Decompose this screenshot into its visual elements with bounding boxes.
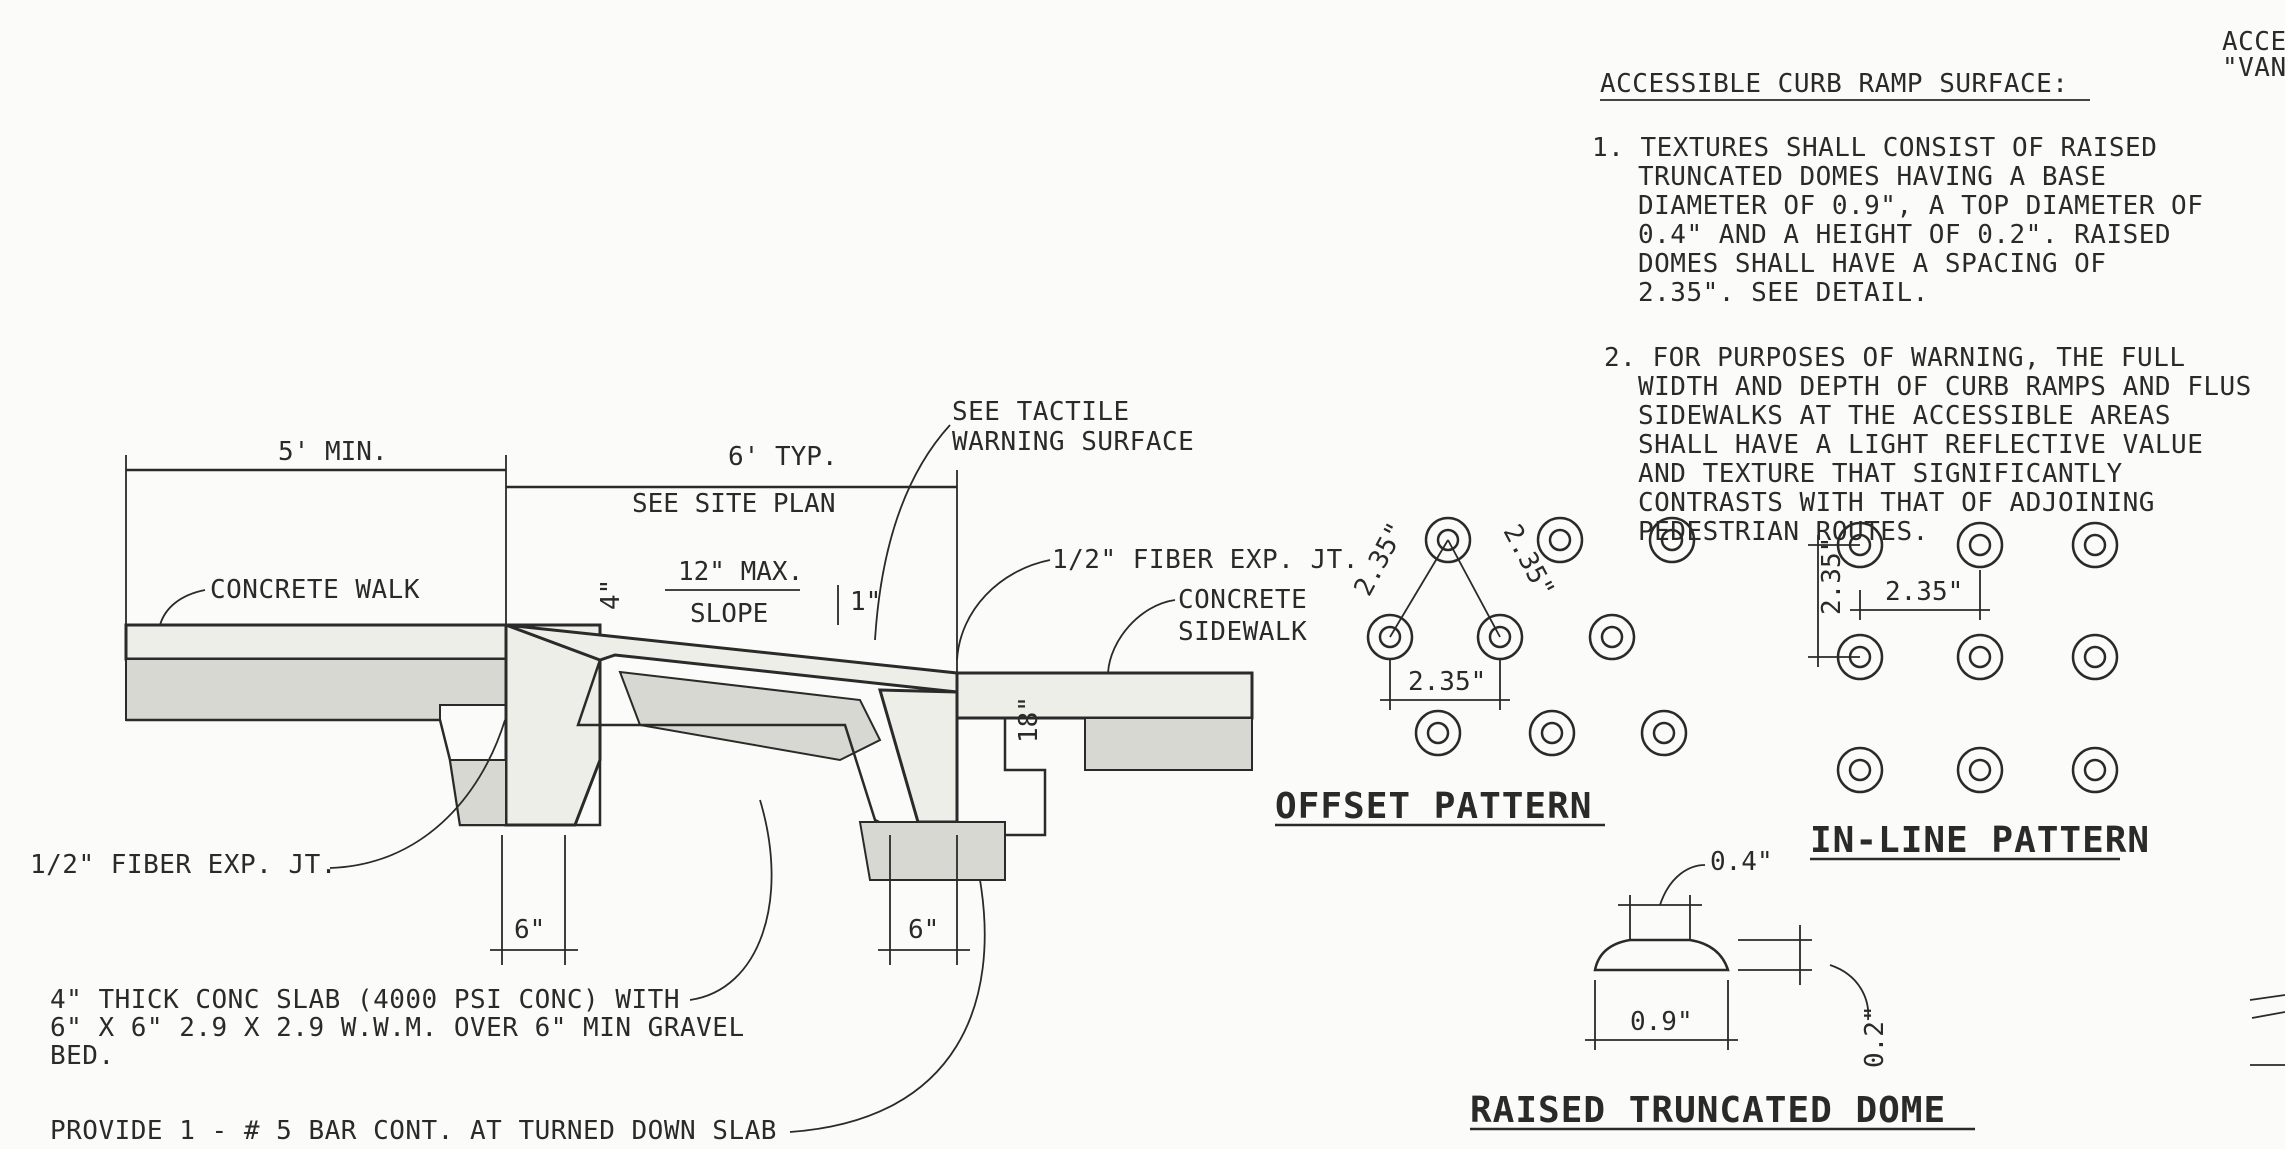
dim-1-in: 1" — [850, 587, 881, 617]
leader-line — [874, 424, 951, 641]
dome — [1588, 613, 1636, 661]
dome-height: 0.2" — [1860, 1005, 1890, 1068]
ramp-slab — [505, 623, 959, 694]
turned-down-slab-right — [877, 688, 959, 824]
note-line: DIAMETER OF 0.9", A TOP DIAMETER OF — [1638, 191, 2203, 221]
notes-heading: ACCESSIBLE CURB RAMP SURFACE: — [1600, 69, 2068, 99]
slab-note-line1: 4" THICK CONC SLAB (4000 PSI CONC) WITH — [50, 985, 680, 1015]
leader-line — [1659, 864, 1706, 906]
dome — [1528, 709, 1576, 757]
see-tactile-line1: SEE TACTILE — [952, 397, 1130, 427]
sidewalk-gravel — [1084, 717, 1253, 771]
max-12-label: 12" MAX. — [678, 557, 803, 587]
gravel-base — [125, 658, 507, 721]
gravel-fill-right — [858, 821, 1006, 881]
sidewalk-subgrade — [957, 716, 1047, 837]
dome — [1956, 521, 2004, 569]
ramp-underside — [576, 659, 630, 727]
see-site-plan: SEE SITE PLAN — [632, 489, 836, 519]
note-line: SIDEWALKS AT THE ACCESSIBLE AREAS — [1638, 401, 2171, 431]
edge-fragment — [2249, 994, 2285, 1001]
note-line: AND TEXTURE THAT SIGNIFICANTLY — [1638, 459, 2123, 489]
dim-5-min: 5' MIN. — [278, 437, 388, 467]
dome — [1956, 633, 2004, 681]
offset-dim-diag-right: 2.35" — [1497, 520, 1560, 603]
dome — [1640, 709, 1688, 757]
concrete-walk-slab — [124, 623, 508, 661]
dome-profile — [1593, 938, 1730, 972]
dim-18-in: 18" — [1014, 696, 1044, 743]
corner-text-line2: "VAN — [2222, 53, 2285, 83]
note-line: DOMES SHALL HAVE A SPACING OF — [1638, 249, 2106, 279]
note-line: 2. FOR PURPOSES OF WARNING, THE FULL — [1604, 343, 2186, 373]
dome — [2071, 633, 2119, 681]
slab-note-line3: BED. — [50, 1041, 115, 1071]
note-line: 0.4" AND A HEIGHT OF 0.2". RAISED — [1638, 220, 2171, 250]
dim-4-in: 4" — [596, 579, 626, 610]
slab-note-line2: 6" X 6" 2.9 X 2.9 W.W.M. OVER 6" MIN GRA… — [50, 1013, 745, 1043]
dome — [1648, 516, 1696, 564]
dim-6-in-right: 6" — [908, 915, 939, 945]
corner-text-line1: ACCE — [2222, 27, 2285, 57]
dome — [1414, 709, 1462, 757]
dim-6-in-left: 6" — [514, 915, 545, 945]
spacing-line — [1447, 539, 1501, 638]
dim-6-typ: 6' TYP. — [728, 442, 838, 472]
raised-dome-detail: 0.4" 0.9" 0.2" RAISED TRUNCATED DOME — [1470, 847, 1975, 1131]
leader-line — [1107, 599, 1176, 674]
gravel-fill-left — [448, 759, 507, 826]
concrete-walk-label: CONCRETE WALK — [210, 575, 420, 605]
leader-line — [956, 559, 1051, 661]
see-tactile-line2: WARNING SURFACE — [952, 427, 1194, 457]
leader-line — [789, 879, 986, 1133]
concrete-sidewalk-label2: SIDEWALK — [1178, 617, 1307, 647]
raised-dome-title: RAISED TRUNCATED DOME — [1470, 1090, 1946, 1131]
dome — [2071, 521, 2119, 569]
curb-ramp-section: 5' MIN. 6' TYP. SEE SITE PLAN SEE TACTIL… — [30, 397, 1359, 1146]
dome — [2071, 746, 2119, 794]
offset-dim-horizontal: 2.35" — [1408, 667, 1486, 697]
leader-line — [329, 719, 506, 869]
dome — [1366, 613, 1414, 661]
concrete-sidewalk-label1: CONCRETE — [1178, 585, 1307, 615]
note-line: TRUNCATED DOMES HAVING A BASE — [1638, 162, 2106, 192]
dome — [1476, 613, 1524, 661]
notes-block: ACCESSIBLE CURB RAMP SURFACE: 1. TEXTURE… — [1592, 69, 2252, 547]
inline-pattern-title: IN-LINE PATTERN — [1810, 820, 2150, 861]
note-line: 1. TEXTURES SHALL CONSIST OF RAISED — [1592, 133, 2157, 163]
note-line: WIDTH AND DEPTH OF CURB RAMPS AND FLUS — [1638, 372, 2252, 402]
inline-dim-vertical: 2.35" — [1817, 537, 1847, 615]
spacing-line — [1389, 539, 1449, 638]
note-line: 2.35". SEE DETAIL. — [1638, 278, 1929, 308]
dome-top-diameter: 0.4" — [1710, 847, 1773, 877]
fiber-joint-right-label: 1/2" FIBER EXP. JT. — [1052, 545, 1359, 575]
inline-pattern-detail: 2.35" 2.35" IN-LINE PATTERN — [1808, 521, 2150, 861]
concrete-sidewalk-slab — [955, 671, 1254, 720]
note-line: CONTRASTS WITH THAT OF ADJOINING — [1638, 488, 2155, 518]
leader-line — [1829, 964, 1870, 1021]
leader-line — [159, 589, 206, 626]
fiber-joint-left-label: 1/2" FIBER EXP. JT. — [30, 850, 337, 880]
offset-pattern-title: OFFSET PATTERN — [1275, 786, 1592, 827]
leader-line — [689, 799, 773, 1001]
slope-label: SLOPE — [690, 599, 768, 629]
dome — [1536, 516, 1584, 564]
dome — [1956, 746, 2004, 794]
ramp-gravel — [618, 670, 882, 762]
dome — [1836, 746, 1884, 794]
edge-fragment — [2251, 1011, 2285, 1019]
inline-dim-horizontal: 2.35" — [1885, 577, 1963, 607]
bar-note: PROVIDE 1 - # 5 BAR CONT. AT TURNED DOWN… — [50, 1116, 777, 1146]
note-line: SHALL HAVE A LIGHT REFLECTIVE VALUE — [1638, 430, 2203, 460]
dome-base-diameter: 0.9" — [1630, 1007, 1693, 1037]
dome — [1424, 516, 1472, 564]
